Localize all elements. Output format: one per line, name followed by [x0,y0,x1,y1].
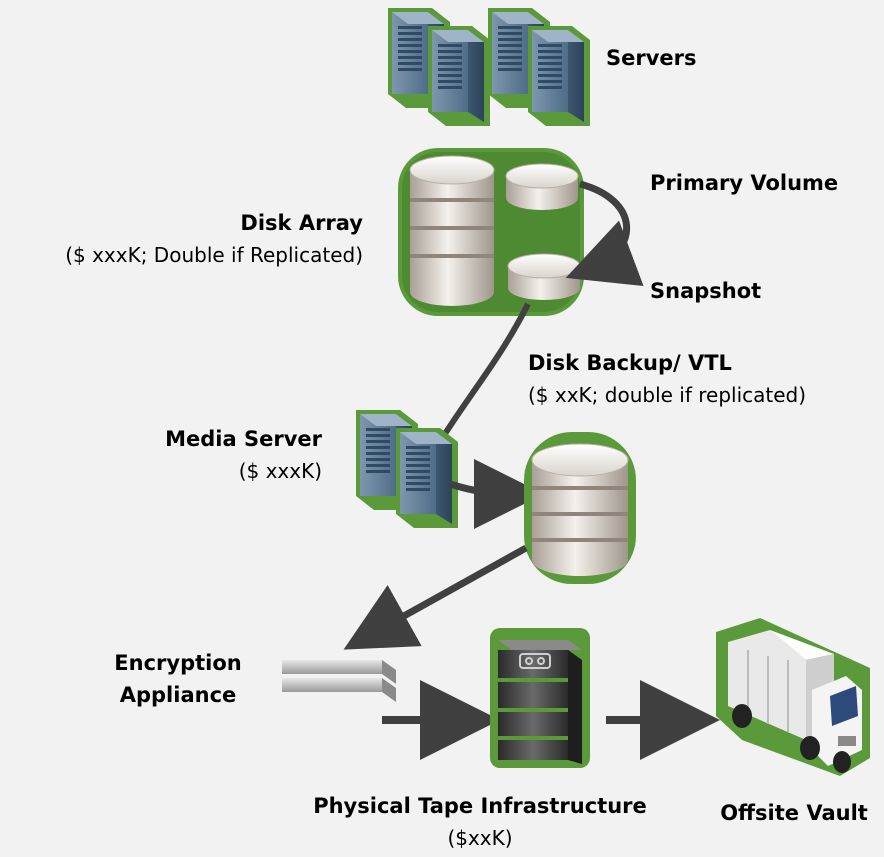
tape-label: Physical Tape Infrastructure [313,794,647,818]
tape-library-icon [490,628,590,768]
truck-icon [716,618,870,776]
tape-cost-label: ($xxK) [447,826,513,850]
snapshot-disk-icon [507,253,581,300]
media-server-cost-label: ($ xxxK) [238,459,322,483]
vtl-to-encryption-arrow [343,544,528,650]
vtl-cylinder-icon [524,432,636,584]
servers-icon [388,8,590,126]
media-to-vtl-arrow [448,458,544,529]
array-to-media-line [433,302,531,450]
media-server-label: Media Server [165,427,322,451]
primary-volume-label: Primary Volume [650,171,839,195]
disk-backup-label: Disk Backup/ VTL [528,351,732,375]
servers-label: Servers [606,46,697,70]
encryption-appliance-icon [282,660,396,702]
snapshot-arrow [565,180,644,286]
disk-array-cost-label: ($ xxxK; Double if Replicated) [65,243,363,267]
primary-volume-disk-icon [505,163,579,210]
encryption-label-line2: Appliance [119,683,237,707]
media-server-icon [356,410,458,528]
disk-array-label: Disk Array [240,211,363,235]
disk-backup-cost-label: ($ xxK; double if replicated) [528,383,807,407]
encryption-label-line1: Encryption [114,651,242,675]
vault-label: Offsite Vault [720,801,868,825]
snapshot-label: Snapshot [650,279,762,303]
